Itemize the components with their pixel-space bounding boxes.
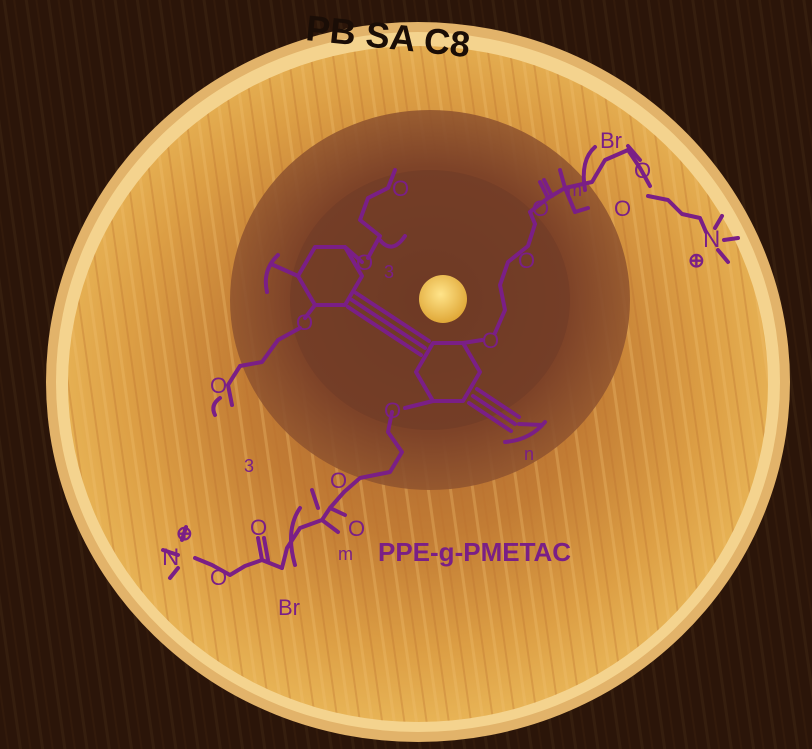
svg-text:O: O — [518, 248, 535, 273]
svg-text:O: O — [614, 196, 631, 221]
svg-text:O: O — [384, 398, 401, 423]
svg-text:N: N — [703, 226, 720, 253]
svg-text:N: N — [162, 544, 179, 571]
svg-text:⊕: ⊕ — [688, 250, 705, 272]
triple-bond-end — [467, 387, 521, 433]
svg-text:O: O — [356, 250, 373, 275]
svg-text:3: 3 — [244, 456, 254, 476]
spacer-chain-lower — [342, 410, 404, 494]
chemical-structure — [161, 144, 740, 580]
svg-text:3: 3 — [384, 262, 394, 282]
svg-text:m: m — [567, 180, 582, 200]
svg-text:O: O — [210, 565, 227, 590]
antibiotic-disc — [419, 275, 467, 323]
svg-text:O: O — [250, 515, 267, 540]
svg-text:O: O — [210, 373, 227, 398]
triple-bond-center — [346, 291, 431, 357]
spacer-chain-upper — [493, 222, 537, 335]
svg-text:m: m — [338, 544, 353, 564]
svg-text:O: O — [348, 516, 365, 541]
svg-text:O: O — [330, 468, 347, 493]
svg-text:n: n — [524, 444, 534, 464]
svg-text:O: O — [532, 196, 549, 221]
repeat-bracket-left — [263, 253, 280, 294]
svg-text:O: O — [392, 176, 409, 201]
svg-text:O: O — [296, 310, 313, 335]
compound-name: PPE-g-PMETAC — [378, 537, 571, 567]
atom-labels: O O O O O O O O O O O O O O Br Br N N ⊕ … — [162, 128, 720, 620]
svg-text:O: O — [634, 158, 651, 183]
ethoxy-chain-upper — [358, 168, 397, 260]
ethoxy-chain-left — [226, 326, 302, 407]
svg-text:⊕: ⊕ — [176, 523, 193, 545]
svg-text:Br: Br — [278, 595, 300, 620]
svg-text:Br: Br — [600, 128, 622, 153]
svg-text:O: O — [482, 328, 499, 353]
